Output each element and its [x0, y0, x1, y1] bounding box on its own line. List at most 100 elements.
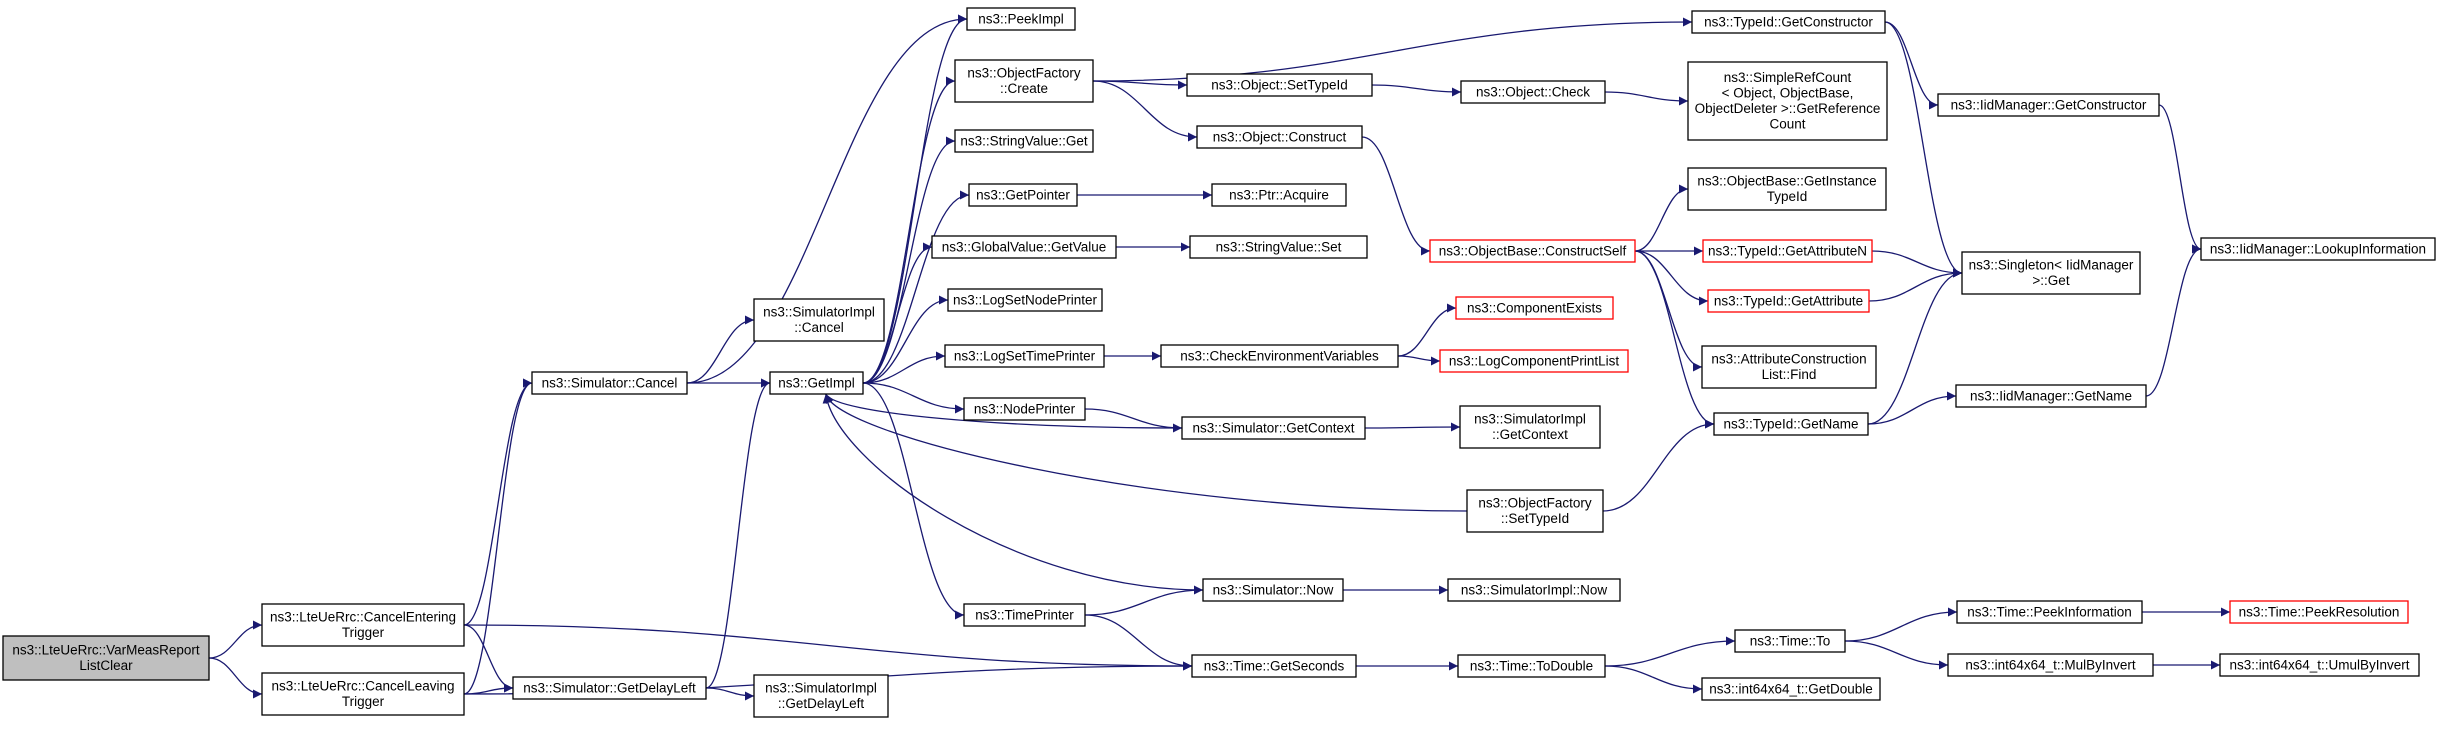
- node-box: [1687, 61, 1888, 141]
- node-box: [1455, 296, 1614, 320]
- edge-getImpl-to-logSetTimePrinter: [862, 351, 946, 384]
- node-sim-impl-now[interactable]: ns3::SimulatorImpl::Now: [1447, 578, 1621, 602]
- node-box: [1189, 235, 1368, 259]
- node-sim-cancel[interactable]: ns3::Simulator::Cancel: [531, 371, 688, 395]
- node-sim-get-context[interactable]: ns3::Simulator::GetContext: [1181, 416, 1366, 440]
- node-obj-factory-set-type-id[interactable]: ns3::ObjectFactory::SetTypeId: [1466, 489, 1604, 533]
- edge-simCancel-to-peekImpl: [686, 14, 968, 384]
- node-int64-get-double[interactable]: ns3::int64x64_t::GetDouble: [1701, 677, 1881, 701]
- node-iid-lookup-information[interactable]: ns3::IidManager::LookupInformation: [2200, 237, 2436, 261]
- node-label: ns3::LteUeRrc::CancelLeaving: [271, 679, 454, 694]
- node-sim-now[interactable]: ns3::Simulator::Now: [1202, 578, 1344, 602]
- node-label: ::SetTypeId: [1501, 511, 1569, 526]
- node-label: ns3::IidManager::GetName: [1970, 388, 2132, 403]
- node-label: ns3::ObjectBase::ConstructSelf: [1439, 243, 1627, 258]
- node-label: ns3::Time::GetSeconds: [1204, 658, 1345, 673]
- node-get-impl[interactable]: ns3::GetImpl: [769, 371, 864, 395]
- node-simple-ref-count[interactable]: ns3::SimpleRefCount< Object, ObjectBase,…: [1687, 61, 1888, 141]
- node-box: [1701, 677, 1881, 701]
- node-iid-get-name[interactable]: ns3::IidManager::GetName: [1955, 384, 2147, 408]
- node-sim-get-delay-left[interactable]: ns3::Simulator::GetDelayLeft: [512, 676, 707, 700]
- node-check-env-vars[interactable]: ns3::CheckEnvironmentVariables: [1160, 344, 1399, 368]
- node-obj-base-construct-self[interactable]: ns3::ObjectBase::ConstructSelf: [1429, 239, 1636, 263]
- node-box: [1702, 239, 1873, 263]
- node-label: ns3::ObjectBase::GetInstance: [1697, 174, 1876, 189]
- node-type-id-get-name[interactable]: ns3::TypeId::GetName: [1713, 412, 1869, 436]
- node-box: [1181, 416, 1366, 440]
- node-type-id-get-attribute-n[interactable]: ns3::TypeId::GetAttributeN: [1702, 239, 1873, 263]
- node-label: ns3::Time::PeekResolution: [2239, 604, 2400, 619]
- node-label: ns3::int64x64_t::GetDouble: [1709, 681, 1873, 696]
- node-int64-umul-by-invert[interactable]: ns3::int64x64_t::UmulByInvert: [2219, 653, 2420, 677]
- node-box: [769, 371, 864, 395]
- node-box: [947, 288, 1103, 312]
- edge-simGetContext-to-getImpl: [825, 393, 1183, 429]
- edge-objFactoryCreate-to-objectConstruct: [1092, 80, 1198, 142]
- node-string-value-get[interactable]: ns3::StringValue::Get: [954, 129, 1094, 153]
- node-box: [2229, 600, 2409, 624]
- node-node-printer[interactable]: ns3::NodePrinter: [963, 397, 1086, 421]
- node-object-set-type-id[interactable]: ns3::Object::SetTypeId: [1186, 73, 1373, 97]
- node-singleton-iid-get[interactable]: ns3::Singleton< IidManager>::Get: [1961, 251, 2141, 295]
- node-label: >::Get: [2032, 273, 2069, 288]
- edge-cancelEntering-to-simCancel: [463, 378, 533, 626]
- node-label: ns3::StringValue::Get: [960, 133, 1088, 148]
- node-box: [1701, 345, 1877, 389]
- edge-objFactoryCreate-to-objectSetTypeId: [1092, 80, 1188, 90]
- node-log-component-print-list[interactable]: ns3::LogComponentPrintList: [1439, 349, 1629, 373]
- node-label: ListClear: [79, 658, 133, 673]
- node-sim-impl-get-context[interactable]: ns3::SimulatorImpl::GetContext: [1459, 405, 1601, 449]
- node-log-set-node-printer[interactable]: ns3::LogSetNodePrinter: [947, 288, 1103, 312]
- node-time-to[interactable]: ns3::Time::To: [1734, 629, 1846, 653]
- node-get-pointer[interactable]: ns3::GetPointer: [968, 183, 1078, 207]
- node-time-to-double[interactable]: ns3::Time::ToDouble: [1457, 654, 1606, 678]
- node-label: Trigger: [342, 625, 385, 640]
- node-object-check[interactable]: ns3::Object::Check: [1460, 80, 1606, 104]
- node-type-id-get-attribute[interactable]: ns3::TypeId::GetAttribute: [1707, 289, 1870, 313]
- node-label: ns3::TypeId::GetAttributeN: [1708, 243, 1867, 258]
- node-int64-mul-by-invert[interactable]: ns3::int64x64_t::MulByInvert: [1947, 653, 2154, 677]
- node-label: ns3::Simulator::Cancel: [542, 375, 678, 390]
- edge-getImpl-to-stringValueGet: [862, 136, 956, 384]
- node-obj-factory-create[interactable]: ns3::ObjectFactory::Create: [954, 59, 1094, 103]
- node-label: ns3::TypeId::GetAttribute: [1714, 293, 1863, 308]
- node-global-value-get-value[interactable]: ns3::GlobalValue::GetValue: [931, 235, 1117, 259]
- edge-simGetDelayLeft-to-getImpl: [705, 378, 771, 689]
- node-object-construct[interactable]: ns3::Object::Construct: [1196, 125, 1363, 149]
- node-box: [954, 59, 1094, 103]
- edge-getImpl-to-nodePrinter: [862, 382, 965, 414]
- node-ptr-acquire[interactable]: ns3::Ptr::Acquire: [1211, 183, 1347, 207]
- node-component-exists[interactable]: ns3::ComponentExists: [1455, 296, 1614, 320]
- node-peek-impl[interactable]: ns3::PeekImpl: [966, 7, 1076, 31]
- node-box: [1687, 167, 1887, 211]
- node-box: [968, 183, 1078, 207]
- node-label: ns3::NodePrinter: [974, 401, 1076, 416]
- node-type-id-get-constructor[interactable]: ns3::TypeId::GetConstructor: [1691, 10, 1886, 34]
- node-box: [1466, 489, 1604, 533]
- node-time-peek-resolution[interactable]: ns3::Time::PeekResolution: [2229, 600, 2409, 624]
- node-time-printer[interactable]: ns3::TimePrinter: [963, 603, 1086, 627]
- node-label: ns3::LogComponentPrintList: [1449, 353, 1620, 368]
- edge-getImpl-to-timePrinter: [862, 382, 965, 620]
- node-label: ns3::TypeId::GetConstructor: [1704, 14, 1873, 29]
- node-label: ::GetContext: [1492, 427, 1568, 442]
- node-label: ns3::Ptr::Acquire: [1229, 187, 1329, 202]
- edge-checkEnvVars-to-componentExists: [1397, 303, 1457, 357]
- edge-timePrinter-to-simNow: [1084, 585, 1204, 616]
- node-time-get-seconds[interactable]: ns3::Time::GetSeconds: [1191, 654, 1357, 678]
- node-string-value-set[interactable]: ns3::StringValue::Set: [1189, 235, 1368, 259]
- edge-timePrinter-to-timeGetSeconds: [1084, 614, 1193, 671]
- node-iid-get-constructor[interactable]: ns3::IidManager::GetConstructor: [1937, 93, 2160, 117]
- node-sim-impl-cancel[interactable]: ns3::SimulatorImpl::Cancel: [753, 298, 885, 342]
- node-sim-impl-get-delay-left[interactable]: ns3::SimulatorImpl::GetDelayLeft: [753, 674, 889, 718]
- node-label: < Object, ObjectBase,: [1722, 86, 1854, 101]
- node-time-peek-information[interactable]: ns3::Time::PeekInformation: [1956, 600, 2143, 624]
- edge-cancelEntering-to-simGetDelayLeft: [463, 624, 514, 693]
- node-log-set-time-printer[interactable]: ns3::LogSetTimePrinter: [944, 344, 1105, 368]
- node-label: ns3::IidManager::GetConstructor: [1951, 97, 2147, 112]
